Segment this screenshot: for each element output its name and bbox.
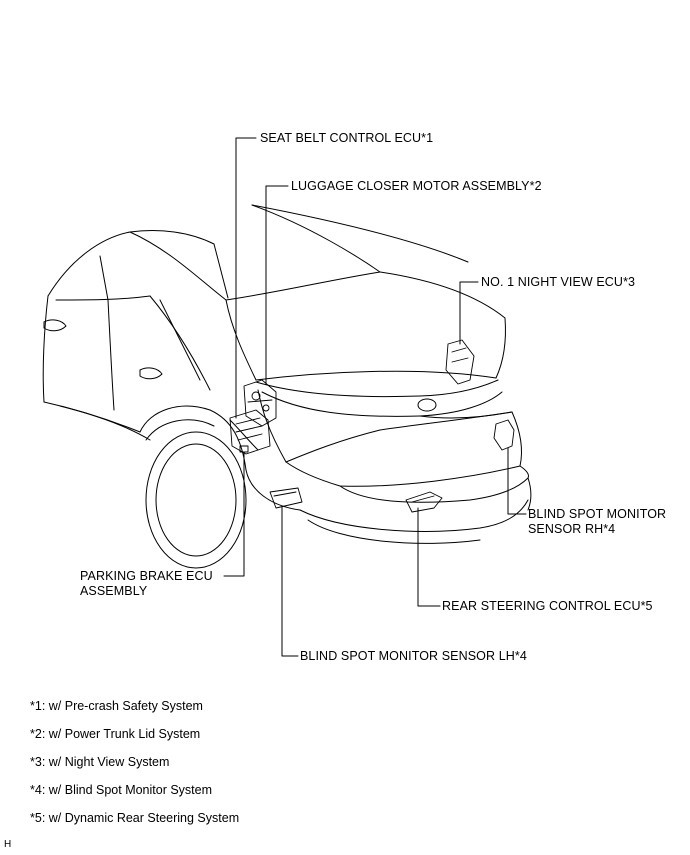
- label-night-view-ecu: NO. 1 NIGHT VIEW ECU*3: [481, 275, 636, 289]
- night-view-ecu-shape: [445, 339, 475, 385]
- label-parking-brake-ecu: PARKING BRAKE ECU ASSEMBLY: [80, 569, 213, 599]
- rear-steering-ecu-shape: [405, 491, 443, 513]
- leader-parking-brake: [223, 451, 245, 577]
- label-parking-brake-line1: PARKING BRAKE ECU: [80, 569, 213, 583]
- footnote-4: *4: w/ Blind Spot Monitor System: [30, 783, 213, 797]
- leader-seat-belt: [235, 137, 257, 419]
- figure-code: H: [4, 839, 12, 850]
- label-parking-brake-line2: ASSEMBLY: [80, 584, 148, 598]
- footnote-1: *1: w/ Pre-crash Safety System: [30, 699, 203, 713]
- footnote-5: *5: w/ Dynamic Rear Steering System: [30, 811, 240, 825]
- leader-night-view: [459, 281, 479, 345]
- bsm-sensor-lh-shape: [269, 487, 303, 509]
- label-bsm-sensor-rh-line2: SENSOR RH*4: [528, 522, 616, 536]
- car-body-outline: [42, 204, 532, 569]
- label-luggage-closer-motor: LUGGAGE CLOSER MOTOR ASSEMBLY*2: [291, 179, 542, 193]
- leader-bsm-rh: [507, 447, 527, 515]
- label-bsm-sensor-lh: BLIND SPOT MONITOR SENSOR LH*4: [300, 649, 527, 663]
- footnote-3: *3: w/ Night View System: [30, 755, 170, 769]
- leader-lines: [223, 137, 527, 657]
- luggage-closer-motor-shape: [243, 379, 277, 427]
- footnote-2: *2: w/ Power Trunk Lid System: [30, 727, 201, 741]
- label-bsm-sensor-rh-line1: BLIND SPOT MONITOR: [528, 507, 667, 521]
- label-bsm-sensor-rh: BLIND SPOT MONITOR SENSOR RH*4: [528, 507, 666, 537]
- label-rear-steering-ecu: REAR STEERING CONTROL ECU*5: [442, 599, 653, 613]
- leader-bsm-lh: [281, 505, 299, 657]
- bsm-sensor-rh-shape: [493, 419, 515, 451]
- leader-luggage-closer: [265, 185, 289, 385]
- leader-rear-steering: [417, 507, 441, 607]
- label-seat-belt-ecu: SEAT BELT CONTROL ECU*1: [260, 131, 434, 145]
